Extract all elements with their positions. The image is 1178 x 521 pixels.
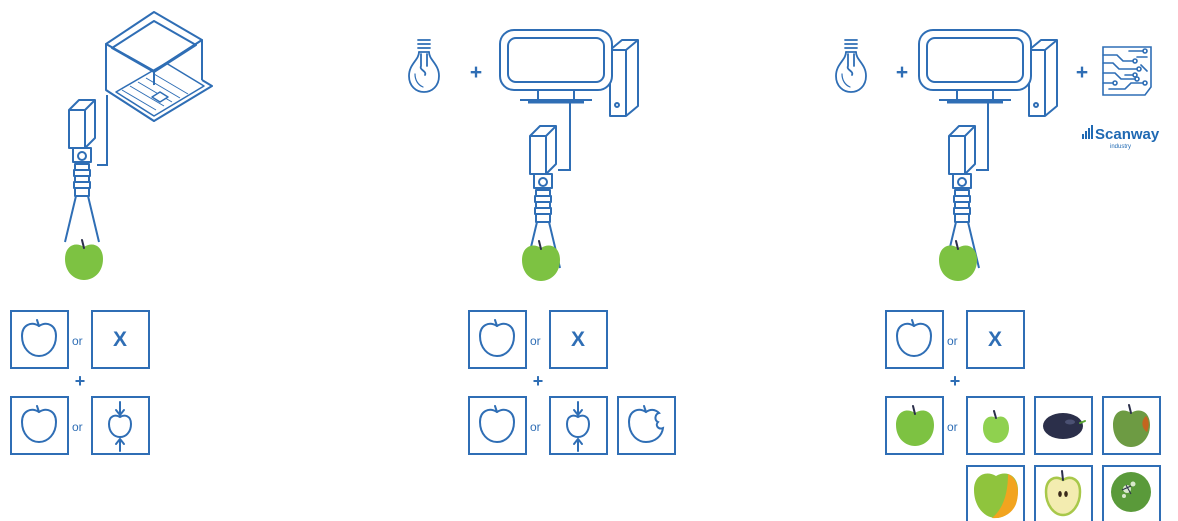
or-label: or (72, 334, 83, 348)
cross-box (91, 310, 150, 369)
plus-sign: + (1076, 61, 1088, 84)
or-label: or (530, 420, 541, 434)
cross-icon: X (988, 328, 1002, 351)
bicolor-apple-icon (974, 473, 1018, 519)
panel-3: + + Scanway industry or X + or (835, 28, 1161, 521)
small-apple-icon (983, 410, 1009, 443)
diseased-apple-icon (1111, 472, 1151, 512)
or-label: or (947, 420, 958, 434)
or-label: or (530, 334, 541, 348)
plus-sign: + (950, 371, 961, 391)
cross-icon: X (113, 328, 127, 351)
apple-outline-box (468, 310, 527, 369)
lightbulb-icon (408, 39, 440, 93)
logo-sub: industry (1110, 144, 1131, 150)
circuit-chip-icon (1102, 46, 1152, 96)
apple-outline-box (885, 310, 944, 369)
lightbulb-icon (835, 39, 867, 93)
plus-sign: + (896, 61, 908, 84)
cross-icon: X (571, 328, 585, 351)
or-label: or (72, 420, 83, 434)
panel-1: or X + or (10, 11, 213, 455)
cross-box (549, 310, 608, 369)
laptop-icon (105, 11, 213, 122)
plus-sign: + (75, 371, 86, 391)
apple-outline-box (468, 396, 527, 455)
green-apple (64, 239, 104, 281)
cross-box (966, 310, 1025, 369)
apple-outline-box (10, 310, 69, 369)
cable (558, 102, 571, 171)
plum-icon (1043, 413, 1086, 439)
logo-name: Scanway (1095, 126, 1160, 143)
plus-sign: + (470, 61, 482, 84)
cable (97, 95, 108, 166)
rotten-apple-icon (1113, 404, 1150, 447)
panel-2: + or X + or (408, 28, 676, 455)
plus-sign: + (533, 371, 544, 391)
camera-icon (64, 99, 100, 243)
cut-apple-icon (1044, 470, 1082, 517)
scanway-logo: Scanway industry (1082, 125, 1160, 150)
bitten-apple-box (617, 396, 676, 455)
cable (976, 102, 989, 171)
or-label: or (947, 334, 958, 348)
green-apple (938, 240, 978, 282)
apple-outline-box (10, 396, 69, 455)
